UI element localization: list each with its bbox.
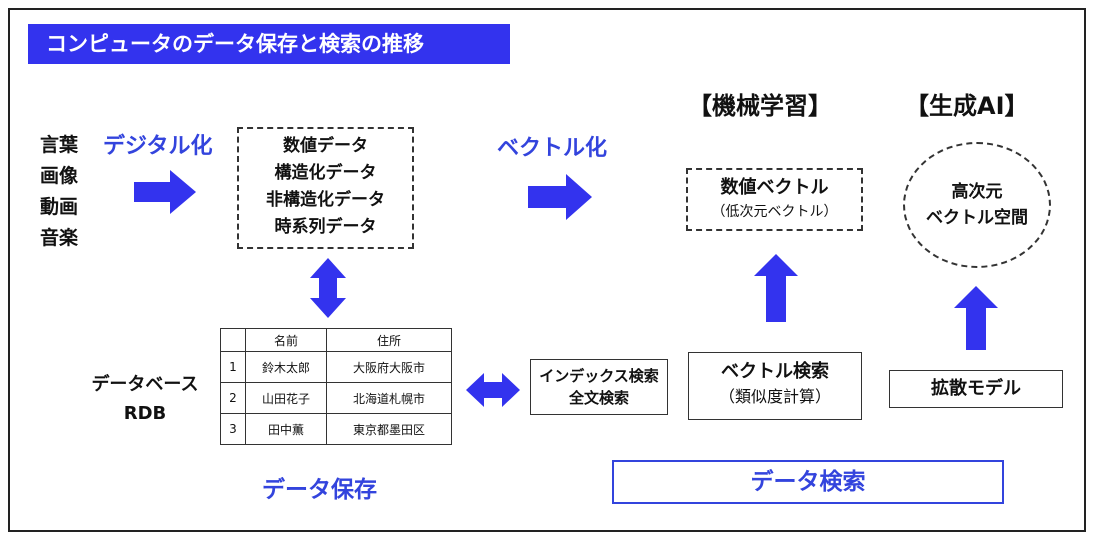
media-type-item: 音楽 (40, 227, 79, 249)
vector-search-title: ベクトル検索 (721, 361, 829, 382)
media-type-item: 画像 (40, 165, 79, 187)
data-types-box: 数値データ 構造化データ 非構造化データ 時系列データ (237, 127, 414, 249)
index-search-box: インデックス検索 全文検索 (530, 359, 668, 415)
machine-learning-header: 【機械学習】 (688, 92, 832, 120)
numeric-vector-note: （低次元ベクトル） (711, 204, 838, 220)
media-type-item: 動画 (40, 196, 79, 218)
diagram-frame (8, 8, 1086, 532)
media-types-list: 言葉 画像 動画 音楽 (40, 130, 78, 254)
data-type-item: 数値データ (283, 136, 368, 156)
high-dim-line1: 高次元 (951, 182, 1003, 202)
table-cell: 北海道札幌市 (326, 382, 452, 414)
table-cell: 3 (220, 413, 246, 445)
right-arrow-icon (528, 174, 592, 220)
table-cell: 1 (220, 351, 246, 383)
vector-search-box: ベクトル検索 （類似度計算） (688, 352, 862, 420)
data-type-item: 非構造化データ (266, 190, 385, 210)
digitalize-label: デジタル化 (103, 134, 213, 159)
data-search-label: データ検索 (612, 460, 1004, 504)
numeric-vector-box: 数値ベクトル （低次元ベクトル） (686, 168, 863, 231)
horizontal-double-arrow-icon (466, 373, 520, 407)
table-row: 2 山田花子 北海道札幌市 (220, 382, 452, 414)
high-dim-vector-space-circle: 高次元 ベクトル空間 (903, 142, 1051, 268)
vector-search-note: （類似度計算） (718, 387, 831, 406)
title-banner: コンピュータのデータ保存と検索の推移 (28, 24, 510, 64)
diffusion-model-box: 拡散モデル (889, 370, 1063, 408)
rdb-table: 名前 住所 1 鈴木太郎 大阪府大阪市 2 山田花子 北海道札幌市 3 田中薫 … (220, 328, 452, 445)
table-cell: 2 (220, 382, 246, 414)
database-label-line1: データベース (91, 374, 199, 395)
vectorize-label: ベクトル化 (497, 136, 608, 161)
data-type-item: 時系列データ (274, 217, 377, 237)
table-cell: 山田花子 (245, 382, 327, 414)
index-search-line1: インデックス検索 (539, 367, 659, 385)
database-label-line2: RDB (123, 403, 167, 424)
right-arrow-icon (134, 170, 196, 214)
table-cell: 田中薫 (245, 413, 327, 445)
table-cell: 東京都墨田区 (326, 413, 452, 445)
high-dim-line2: ベクトル空間 (926, 208, 1028, 228)
index-search-line2: 全文検索 (568, 389, 629, 407)
table-cell: 鈴木太郎 (245, 351, 327, 383)
table-row: 3 田中薫 東京都墨田区 (220, 413, 452, 445)
up-arrow-icon (954, 286, 998, 350)
vertical-double-arrow-icon (310, 258, 346, 318)
up-arrow-icon (754, 254, 798, 322)
data-type-item: 構造化データ (274, 163, 377, 183)
table-header-cell: 住所 (326, 328, 452, 352)
table-header-cell: 名前 (245, 328, 327, 352)
database-label: データベース RDB (80, 370, 210, 428)
generative-ai-header: 【生成AI】 (905, 92, 1029, 120)
data-storage-label: データ保存 (262, 477, 377, 503)
table-header-row: 名前 住所 (220, 328, 452, 352)
numeric-vector-title: 数値ベクトル (720, 177, 829, 198)
media-type-item: 言葉 (40, 134, 79, 156)
